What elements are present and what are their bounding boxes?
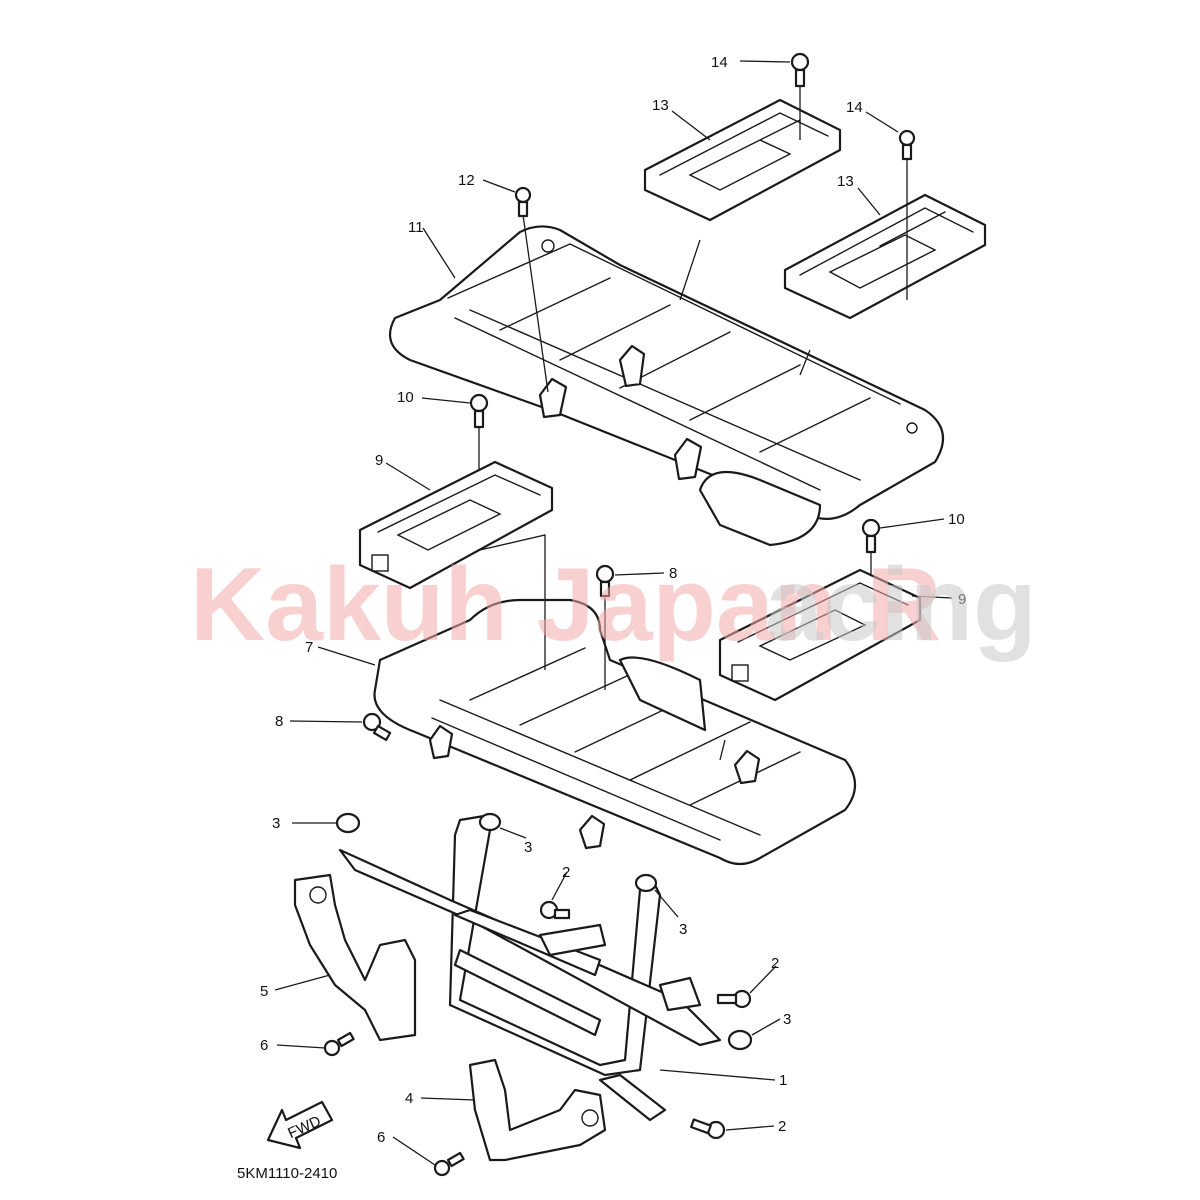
carrier-stay-frame: [338, 813, 722, 1122]
bolt-14-b: [898, 129, 916, 161]
rack-pad-9-left: [358, 460, 554, 590]
callout-6: 6: [260, 1037, 268, 1054]
cap-3-d: [727, 1029, 753, 1051]
callout-9: 9: [375, 452, 383, 469]
rack-pad-13-lower: [783, 193, 987, 320]
callout-4: 4: [405, 1090, 413, 1107]
watermark-text-red: Kakuh Japan R: [190, 547, 941, 663]
callout-9: 9: [958, 591, 966, 608]
bolt-8-b: [362, 712, 392, 742]
rack-pad-9-right: [718, 568, 922, 702]
bracket-5: [293, 873, 417, 1042]
front-carrier-rack: [373, 598, 857, 866]
watermark-text-grey: acing: [765, 547, 1037, 663]
bolt-10-a: [469, 393, 489, 429]
cap-3-c: [634, 873, 658, 893]
watermark: Kakuh Japan R acing: [190, 547, 1037, 663]
catalog-code: 5KM1110-2410: [237, 1165, 337, 1182]
bolt-2-b: [716, 989, 752, 1009]
callout-3: 3: [524, 839, 532, 856]
callout-14: 14: [711, 54, 728, 71]
callout-12: 12: [458, 172, 475, 189]
callout-13: 13: [837, 173, 854, 190]
callout-1: 1: [779, 1072, 787, 1089]
callout-11: 11: [408, 219, 424, 236]
bolt-12: [514, 186, 532, 218]
bolt-14-a: [790, 52, 810, 88]
callout-5: 5: [260, 983, 268, 1000]
callout-8: 8: [669, 565, 677, 582]
bolt-6-a: [323, 1031, 355, 1057]
rear-carrier-rack: [388, 225, 945, 547]
callout-2: 2: [778, 1118, 786, 1135]
callout-10: 10: [948, 511, 965, 528]
callout-2: 2: [562, 864, 570, 881]
callout-7: 7: [305, 639, 313, 656]
bolt-2-c: [690, 1118, 726, 1140]
cap-3-b: [478, 812, 502, 832]
cap-3-a: [335, 812, 361, 834]
callout-10: 10: [397, 389, 414, 406]
callout-3: 3: [783, 1011, 791, 1028]
callout-6: 6: [377, 1129, 385, 1146]
callout-13: 13: [652, 97, 669, 114]
callout-14: 14: [846, 99, 863, 116]
callout-2: 2: [771, 955, 779, 972]
rack-pad-13-upper: [643, 98, 842, 222]
callout-3: 3: [272, 815, 280, 832]
bolt-2-a: [539, 900, 571, 920]
bracket-4: [468, 1058, 607, 1162]
bolt-8-a: [595, 564, 615, 598]
callout-leaders: [274, 60, 953, 1166]
callout-3: 3: [679, 921, 687, 938]
bolt-10-b: [861, 518, 881, 554]
alignment-lines: [478, 85, 908, 761]
callout-8: 8: [275, 713, 283, 730]
forward-arrow-icon: FWD: [266, 1100, 334, 1150]
callout-labels: 14 14 13 13 12 11 10 9 10 9 8 7 8 3 3 2 …: [260, 54, 966, 1146]
bolt-6-b: [433, 1151, 465, 1177]
